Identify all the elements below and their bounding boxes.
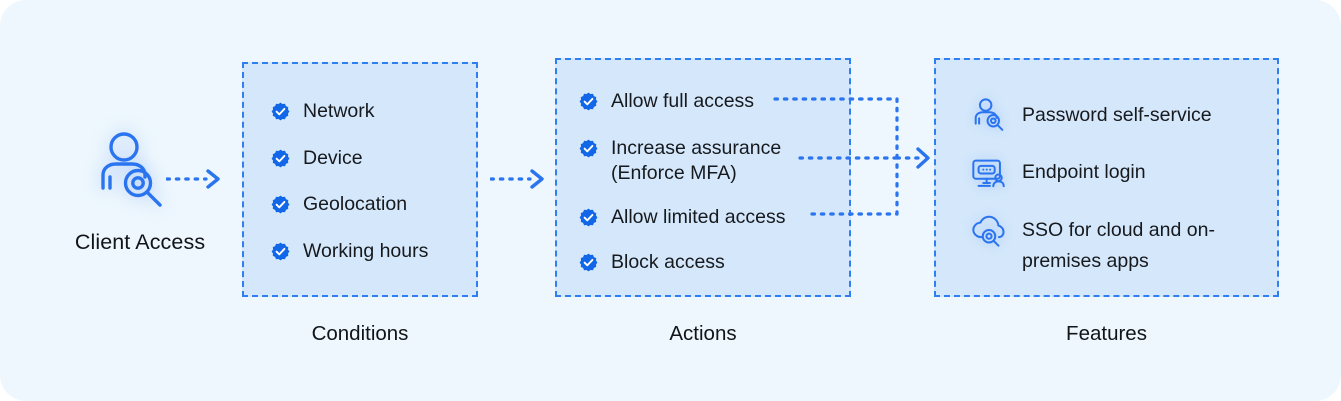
list-item-label: Working hours — [303, 240, 429, 262]
actions-caption: Actions — [669, 322, 737, 345]
arrow-client-to-conditions — [165, 167, 224, 191]
list-item-label: Network — [303, 100, 375, 122]
list-item: Network — [271, 99, 375, 124]
arrow-actions-to-features — [916, 147, 930, 169]
list-item-label: Allow full access — [611, 90, 755, 112]
list-item-label: Geolocation — [303, 193, 408, 215]
arrow-conditions-to-actions — [489, 167, 548, 191]
list-item: SSO for cloud and on- premises apps — [970, 212, 1215, 277]
list-item: Device — [271, 146, 363, 171]
conditions-caption: Conditions — [311, 322, 409, 345]
features-box: Password self-service Endpoint login — [934, 58, 1279, 297]
actions-list: Allow full access Increase assurance (En… — [557, 60, 849, 295]
check-badge-icon — [579, 253, 598, 272]
list-item-label: Endpoint login — [1022, 161, 1146, 183]
list-item-label: Password self-service — [1022, 104, 1212, 126]
check-badge-icon — [579, 139, 598, 158]
list-item: Increase assurance (Enforce MFA) — [579, 136, 781, 186]
user-magnifier-icon — [970, 97, 1008, 135]
list-item-label: SSO for cloud and on- premises apps — [1022, 219, 1215, 272]
user-magnifier-icon — [88, 130, 172, 214]
list-item: Working hours — [271, 239, 428, 264]
conditions-box: Network Device Geoloca — [242, 62, 478, 297]
list-item: Block access — [579, 250, 725, 275]
client-access-stage: Client Access — [40, 130, 240, 270]
check-badge-icon — [271, 102, 290, 121]
list-item-label: Allow limited access — [611, 206, 786, 228]
check-badge-icon — [579, 208, 598, 227]
features-caption: Features — [1066, 322, 1147, 345]
monitor-user-icon — [970, 154, 1008, 192]
check-badge-icon — [271, 149, 290, 168]
list-item: Allow limited access — [579, 205, 785, 230]
list-item: Endpoint login — [970, 154, 1146, 192]
list-item: Password self-service — [970, 97, 1212, 135]
client-access-label: Client Access — [74, 230, 206, 254]
check-badge-icon — [579, 92, 598, 111]
check-badge-icon — [271, 242, 290, 261]
list-item: Geolocation — [271, 192, 407, 217]
conditions-list: Network Device Geoloca — [244, 64, 476, 295]
list-item-label: Device — [303, 147, 363, 169]
check-badge-icon — [271, 195, 290, 214]
list-item: Allow full access — [579, 89, 754, 114]
cloud-magnifier-icon — [970, 212, 1008, 250]
list-item-label: Increase assurance (Enforce MFA) — [611, 137, 782, 184]
list-item-label: Block access — [611, 251, 725, 273]
actions-box: Allow full access Increase assurance (En… — [555, 58, 851, 297]
